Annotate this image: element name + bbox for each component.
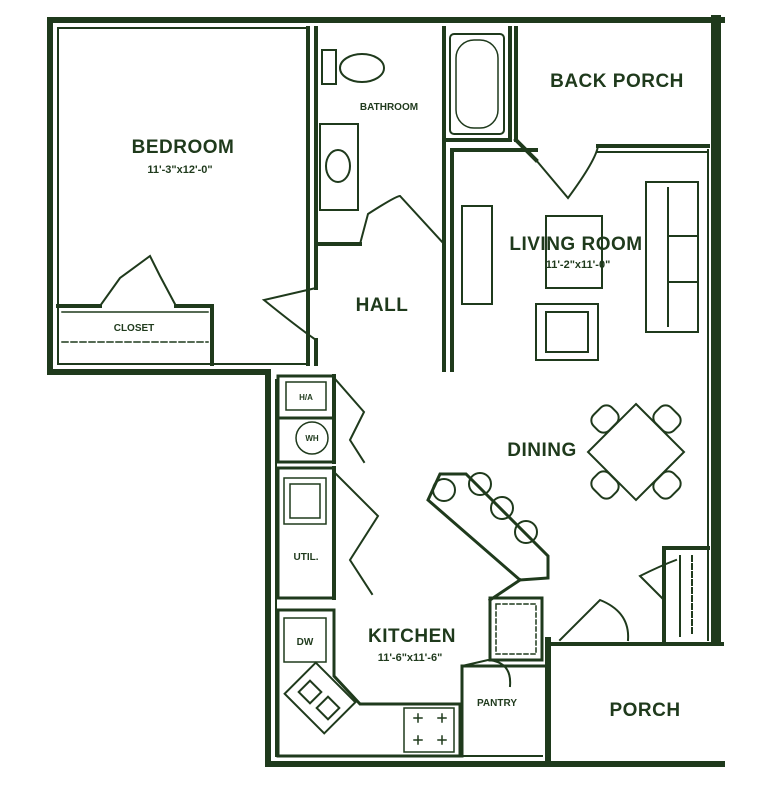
porch-closet-door (638, 558, 678, 602)
hall-walls (314, 242, 446, 372)
mechanical-walls (276, 374, 336, 600)
bathtub-inner (455, 39, 499, 129)
hvac-unit (285, 381, 327, 411)
hall-label: HALL (356, 295, 409, 316)
toilet (321, 49, 385, 85)
hvac-label: H/A (299, 393, 313, 402)
bedroom-label: BEDROOM (132, 137, 235, 158)
bar-stools (432, 472, 538, 544)
sink (319, 123, 359, 211)
coffee-table (545, 215, 603, 289)
washer (283, 477, 327, 525)
back-porch-label: BACK PORCH (550, 71, 684, 92)
living-room-dims: 11'-2"x11'-0" (546, 259, 611, 271)
sofa (645, 181, 699, 333)
porch-walls (546, 546, 724, 646)
bedroom-dims: 11'-3"x12'-0" (147, 164, 212, 176)
bedroom-door (261, 286, 318, 342)
water-heater (295, 421, 329, 455)
right-wall (707, 15, 721, 645)
porch-label: PORCH (609, 700, 680, 721)
bathtub (449, 33, 505, 135)
back-porch-door (534, 144, 600, 200)
closet-doors (98, 254, 178, 308)
bedroom-walls (56, 26, 310, 366)
water-heater-label: WH (305, 434, 319, 443)
dining-label: DINING (507, 440, 577, 461)
stove (403, 707, 455, 753)
back-porch-walls (513, 26, 710, 163)
utility-label: UTIL. (294, 552, 319, 563)
mechanical-closet-doors (334, 378, 366, 464)
bathroom-walls (314, 26, 512, 246)
living-room-label: LIVING ROOM (509, 234, 642, 255)
kitchen-counter-left (276, 608, 462, 758)
kitchen-counter-right (488, 596, 544, 662)
bathroom-door (358, 194, 446, 246)
pantry-label: PANTRY (477, 698, 517, 709)
tv-console (461, 205, 493, 305)
dishwasher-label: DW (297, 637, 314, 648)
kitchen-dims: 11'-6"x11'-6" (378, 652, 443, 664)
utility-closet-doors (334, 472, 380, 596)
porch-closet (679, 555, 693, 637)
pantry-walls (460, 664, 550, 758)
kitchen-label: KITCHEN (368, 626, 456, 647)
living-room-walls (450, 148, 538, 372)
closet-rod (61, 311, 209, 343)
armchair (535, 303, 599, 361)
closet-label: CLOSET (114, 323, 155, 334)
dishwasher (283, 617, 327, 663)
dining-table (586, 402, 686, 502)
bathroom-label: BATHROOM (360, 102, 418, 113)
kitchen-sink (283, 661, 357, 735)
pantry-door (460, 658, 512, 688)
entry-door (558, 598, 630, 642)
